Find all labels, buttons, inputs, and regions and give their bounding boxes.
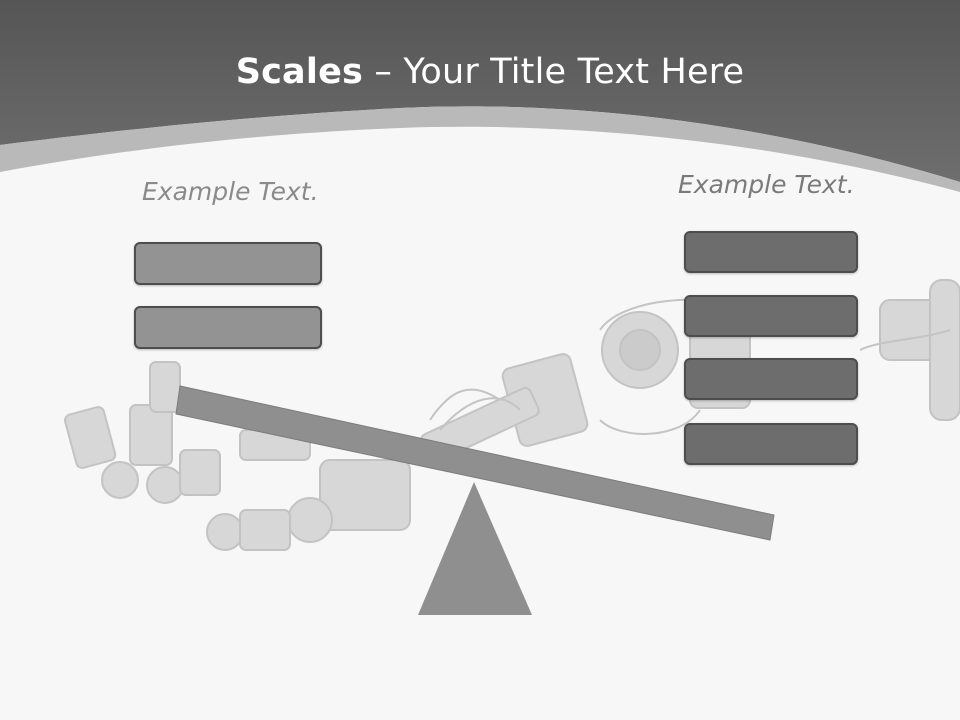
- robot-arm-image: [64, 279, 960, 551]
- right-text-box-4[interactable]: [684, 423, 858, 465]
- right-text-box-2[interactable]: [684, 295, 858, 337]
- left-text-box-1[interactable]: [134, 242, 322, 285]
- left-text-box-2[interactable]: [134, 306, 322, 349]
- right-panel-label: Example Text.: [678, 170, 855, 199]
- scale-fulcrum: [418, 482, 532, 615]
- left-panel-label: Example Text.: [142, 177, 319, 206]
- title-rest-text: – Your Title Text Here: [363, 52, 745, 92]
- scale-beam: [175, 385, 775, 541]
- title-bold-text: Scales: [235, 52, 364, 92]
- header-background: [0, 0, 960, 192]
- slide-title: Scales – Your Title Text Here: [0, 52, 960, 92]
- right-text-box-1[interactable]: [684, 231, 858, 273]
- right-text-box-3[interactable]: [684, 358, 858, 400]
